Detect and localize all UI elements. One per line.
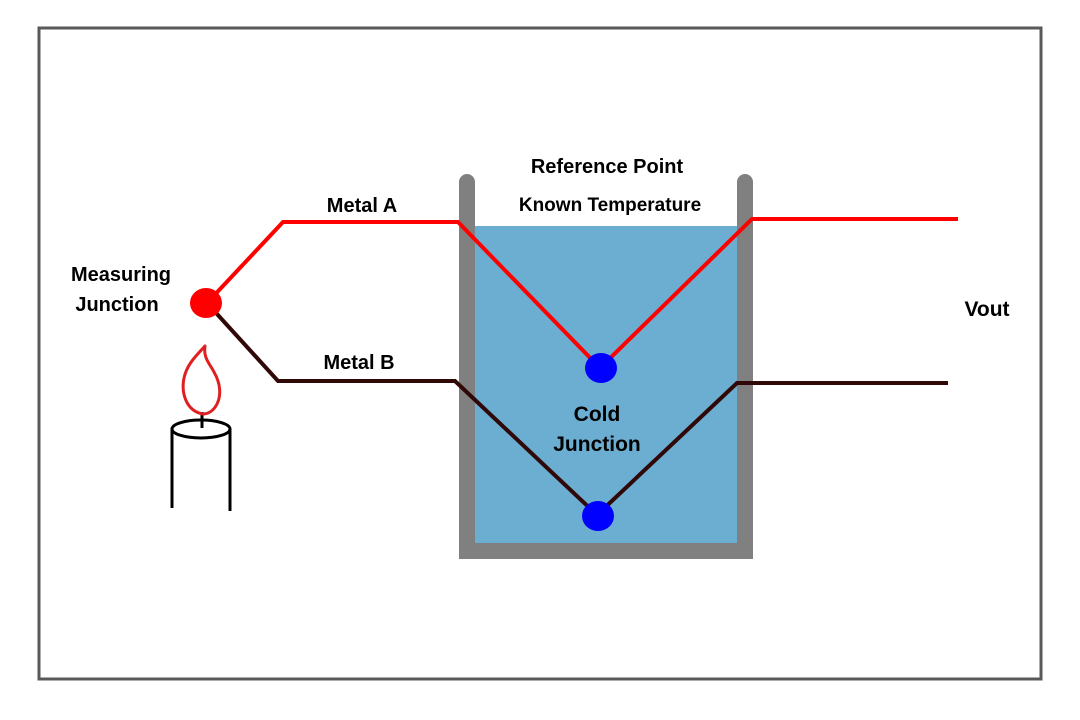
- metal-b-label: Metal B: [323, 352, 394, 374]
- metal-b-wire: [205, 301, 948, 518]
- known-temperature-label: Known Temperature: [519, 195, 701, 216]
- cold-junction-dot-upper: [585, 353, 617, 383]
- cold-junction-dot-lower: [582, 501, 614, 531]
- cold-junction-label-line1: Cold: [574, 403, 621, 426]
- measuring-junction-dot: [190, 288, 222, 318]
- metal-a-label: Metal A: [327, 195, 397, 217]
- flame-icon: [181, 344, 222, 416]
- vout-label: Vout: [964, 298, 1009, 321]
- metal-a-wire: [205, 217, 958, 371]
- cold-junction-label-line2: Junction: [553, 433, 641, 456]
- diagram-frame: [37, 26, 1043, 681]
- candle-icon: [170, 412, 232, 511]
- reference-point-label: Reference Point: [531, 156, 684, 178]
- reference-bath-container: [459, 174, 753, 559]
- measuring-junction-label-line2: Junction: [75, 294, 158, 316]
- measuring-junction-label-line1: Measuring: [71, 264, 171, 286]
